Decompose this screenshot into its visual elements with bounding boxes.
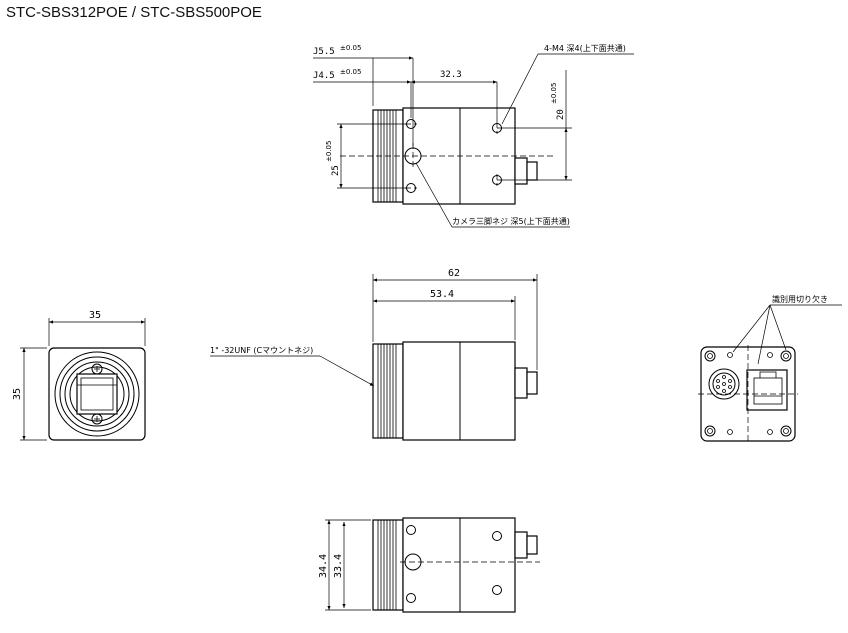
dim-534-label: 53.4 [430,289,454,300]
dim-25-tol: ±0.05 [325,141,333,162]
note-notch: 識別用切り欠き [772,294,828,304]
dim-334-label: 33.4 [333,554,344,578]
drawing-title: STC-SBS312POE / STC-SBS500POE [6,4,262,21]
top-view: J5.5 ±0.05 J4.5 ±0.05 32.3 4-M4 深4(上下面共通… [313,43,634,228]
bottom-view: 34.4 33.4 [318,517,540,613]
dim-j55-label: J5.5 [313,47,335,57]
dim-j55-tol: ±0.05 [340,44,361,52]
dim-j45-tol: ±0.05 [340,68,361,76]
round-connector-icon [708,368,740,400]
corner-screw-icon [704,350,716,362]
corner-screw-icon [780,350,792,362]
rear-view: 識別用切り欠き [698,294,842,444]
note-mount: 1" -32UNF (Cマウントネジ) [210,346,313,355]
corner-screw-icon [780,425,792,437]
dim-20-tol: ±0.05 [550,83,558,104]
dim-35-width: 35 [89,310,101,321]
screw-icon [91,413,103,425]
dim-62-label: 62 [448,268,460,279]
front-view: 35 35 [12,310,146,441]
screw-icon [91,363,103,375]
dim-35-height: 35 [12,388,23,400]
side-view: 62 53.4 1" -32UNF (Cマウントネジ) [210,268,538,441]
dim-323-label: 32.3 [440,70,462,80]
note-m4: 4-M4 深4(上下面共通) [544,43,626,53]
dim-j45-label: J4.5 [313,71,335,81]
corner-screw-icon [704,425,716,437]
note-tripod: カメラ三脚ネジ 深5(上下面共通) [452,216,570,226]
dim-25-label: 25 [331,165,341,176]
dim-344-label: 34.4 [318,554,329,578]
dim-20-label: 20 [556,109,566,120]
